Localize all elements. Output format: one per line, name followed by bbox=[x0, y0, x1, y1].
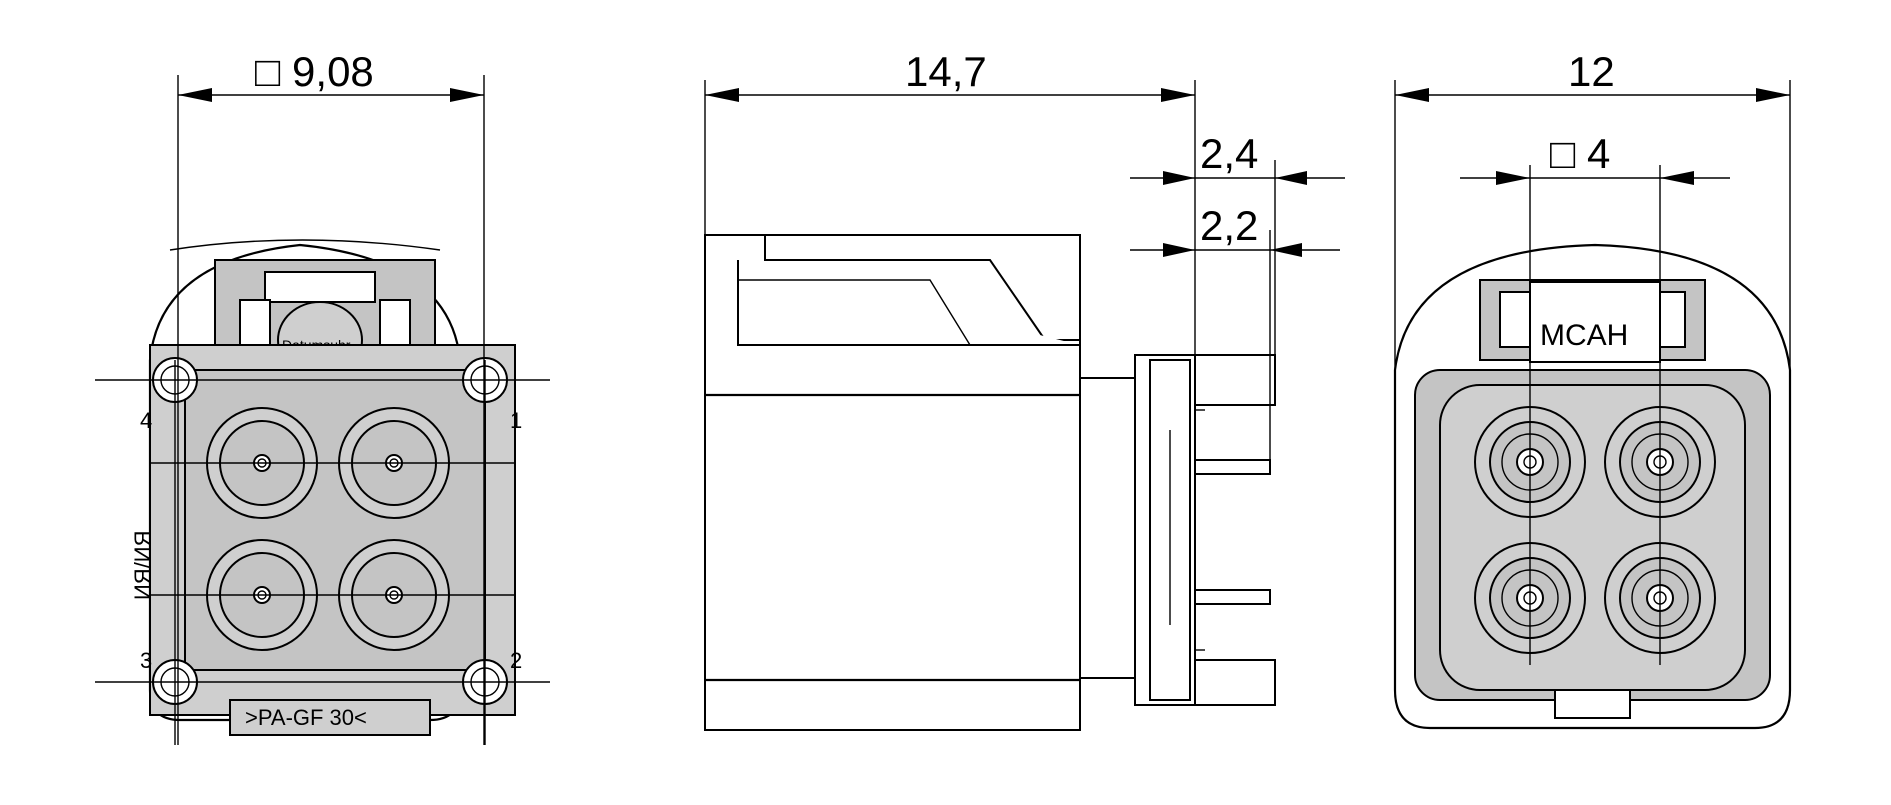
dim-rear-square: □ 4 bbox=[1550, 130, 1610, 177]
bottom-marking: >PA-GF 30< bbox=[245, 705, 367, 730]
pin-number-4: 4 bbox=[140, 408, 152, 433]
dim-rear-width: 12 bbox=[1568, 48, 1615, 95]
dim-side-length: 14,7 bbox=[905, 48, 987, 95]
pin-number-2: 2 bbox=[510, 648, 522, 673]
rear-view: MCAH 12 □ 4 bbox=[1393, 48, 1792, 730]
part-marking: MCAH bbox=[1540, 319, 1628, 352]
front-view: Datumsuhr >PA-GF 30< ИЯ/ИЯ 4 1 3 2 bbox=[95, 48, 550, 745]
dim-front-width: □ 9,08 bbox=[255, 48, 374, 95]
pin-number-1: 1 bbox=[510, 408, 522, 433]
dim-pin-offset-b: 2,2 bbox=[1200, 202, 1258, 249]
pin-number-3: 3 bbox=[140, 648, 152, 673]
front-contacts bbox=[206, 407, 450, 651]
side-view: 14,7 2,4 2,2 bbox=[704, 48, 1345, 731]
dim-pin-offset-a: 2,4 bbox=[1200, 130, 1258, 177]
side-marking: ИЯ/ИЯ bbox=[130, 530, 155, 600]
